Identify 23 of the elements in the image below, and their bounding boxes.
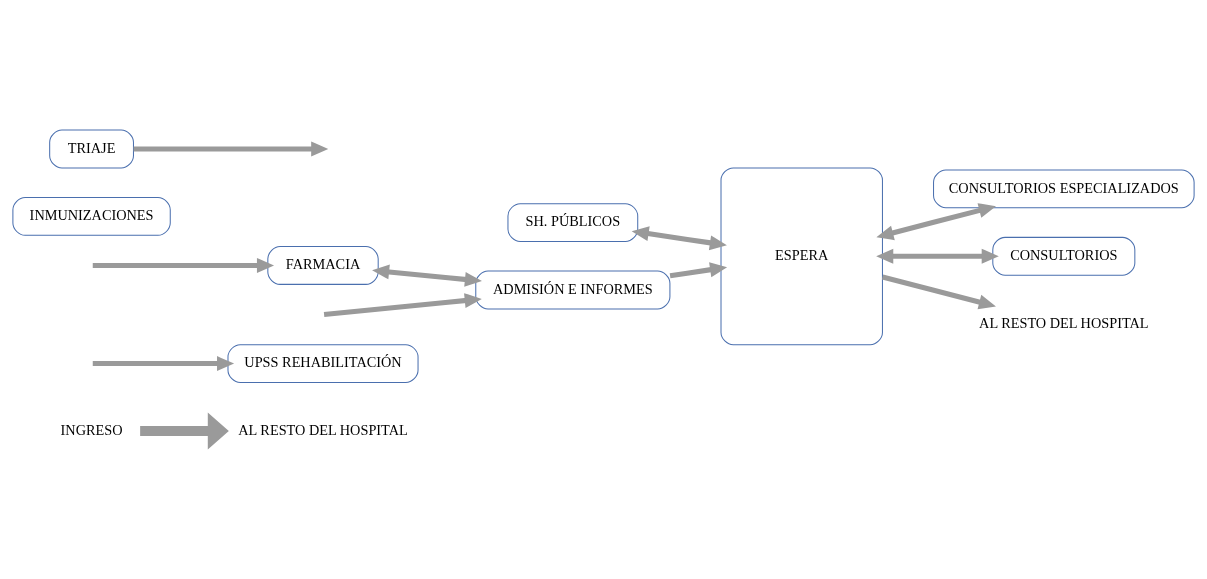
node-box: CONSULTORIOS [992,236,1136,276]
arrow [140,412,229,449]
arrow [669,261,728,278]
node-box: TRIAJE [49,129,134,168]
arrow [372,263,482,287]
arrow [92,355,235,371]
node-box: INMUNIZACIONES [12,196,171,236]
arrow [323,292,482,317]
node-text: AL RESTO DEL HOSPITAL [238,421,408,438]
arrow [631,225,727,250]
node-text: INGRESO [60,421,123,438]
arrow [881,274,996,309]
node-box: ADMISIÓN E INFORMES [475,270,671,309]
node-box: FARMACIA [267,245,379,285]
arrow [876,248,999,264]
node-box: CONSULTORIOS ESPECIALIZADOS [933,168,1195,208]
node-text: AL RESTO DEL HOSPITAL [979,314,1149,330]
node-box: UPSS REHABILITACIÓN [227,343,419,383]
arrow [92,257,275,273]
arrow [876,202,996,240]
node-box: SH. PÚBLICOS [507,202,639,242]
node-box: ESPERA [720,166,883,345]
arrow [133,141,329,156]
